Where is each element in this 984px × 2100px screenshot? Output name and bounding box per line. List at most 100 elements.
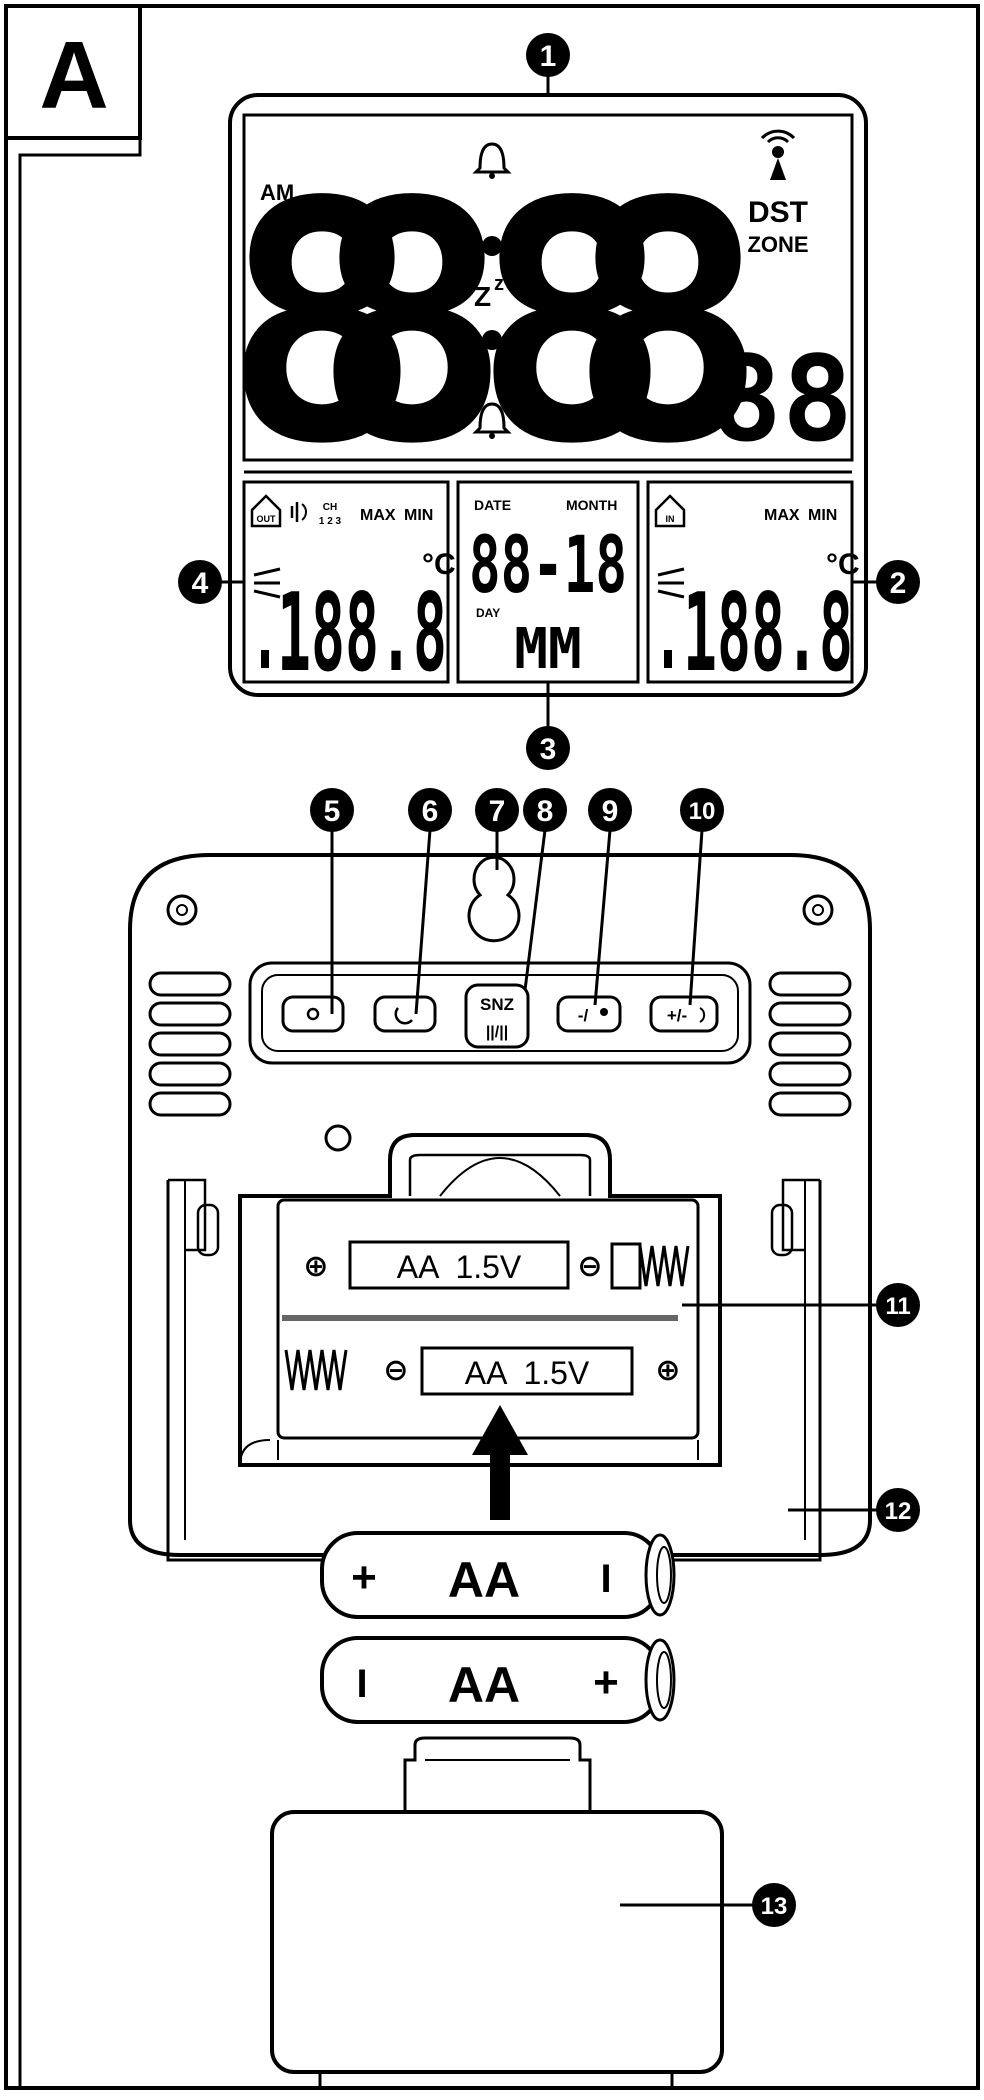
button-5-mode[interactable]	[281, 995, 345, 1033]
outdoor-min-label: MIN	[404, 507, 433, 524]
plus-button-label: +/-	[667, 1006, 687, 1025]
slot-top-label: AA 1.5V	[397, 1249, 522, 1285]
sound-small-icon	[699, 1007, 706, 1023]
button-bar	[248, 961, 752, 1065]
slot-bottom-label: AA 1.5V	[465, 1355, 590, 1391]
screw-right	[802, 894, 834, 926]
callout-13: 13	[752, 1883, 796, 1927]
callout-5: 5	[310, 788, 354, 832]
callout-12: 12	[876, 1488, 920, 1532]
callout-4: 4	[178, 560, 222, 604]
battery-cover-tab	[403, 1736, 592, 1812]
spring-bottom-icon	[284, 1349, 348, 1391]
indoor-house-icon	[654, 494, 686, 528]
radio-signal-icon	[760, 129, 796, 180]
antenna-small-icon	[600, 1008, 608, 1016]
main-digit-2: 8	[313, 132, 512, 516]
button-6-alarm[interactable]	[373, 995, 437, 1033]
outdoor-house-icon	[250, 494, 282, 528]
button-9-minus[interactable]	[556, 995, 622, 1033]
callout-10: 10	[680, 788, 724, 832]
date-panel	[456, 480, 640, 684]
callout-1-label: 1	[540, 40, 557, 73]
callout-13-label: 13	[761, 1893, 788, 1920]
outdoor-badge: OUT	[257, 514, 277, 524]
spring-top-icon	[610, 1242, 690, 1290]
callout-3: 3	[526, 726, 570, 770]
slot-bottom-minus: ⊖	[383, 1354, 408, 1387]
dst-label: DST	[748, 196, 808, 229]
main-digit-1: 8	[223, 132, 422, 516]
vents-right	[768, 971, 852, 1117]
hanging-hole	[467, 855, 521, 943]
month-label: MONTH	[566, 497, 617, 513]
alarm-1-bell-icon	[472, 142, 512, 179]
slot-top-battery-outline	[348, 1240, 570, 1290]
callout-11-label: 11	[885, 1293, 910, 1320]
pm-label: PM	[260, 215, 293, 240]
battery-2-label: AA	[448, 1657, 520, 1713]
indoor-badge: IN	[666, 514, 675, 524]
callout-8: 8	[523, 788, 567, 832]
vents-left	[148, 971, 232, 1117]
date-label: DATE	[474, 497, 511, 513]
battery-1: + AA I	[320, 1531, 676, 1619]
callout-6-label: 6	[422, 795, 439, 828]
alarm-2-bell-icon	[472, 402, 512, 439]
main-digit-3: 8	[473, 132, 672, 516]
slot-top-minus: ⊖	[577, 1250, 602, 1283]
figure-label: A	[39, 22, 108, 129]
callout-11: 11	[876, 1283, 920, 1327]
callout-8-label: 8	[537, 795, 554, 828]
callout-2-label: 2	[890, 567, 907, 600]
colon-dot-top	[482, 236, 502, 256]
battery-2: I AA +	[320, 1636, 676, 1724]
indoor-trend-icon	[657, 567, 685, 599]
button-8-snooze[interactable]	[464, 983, 530, 1049]
am-label: AM	[260, 180, 294, 205]
day-value: MM	[514, 617, 581, 682]
callout-1: 1	[526, 33, 570, 77]
page-frame	[4, 4, 980, 2090]
battery-1-left: +	[351, 1553, 377, 1602]
snooze-button-sublabel: ||/||	[486, 1024, 508, 1041]
snooze-z-sup-label: z	[494, 273, 504, 295]
screw-left	[166, 894, 198, 926]
callout-2: 2	[876, 560, 920, 604]
callout-9-label: 9	[602, 795, 619, 828]
channel-top: CH	[323, 502, 337, 513]
slot-bottom-plus: ⊕	[655, 1354, 680, 1387]
stand-frame	[166, 1180, 822, 1562]
callout-4-label: 4	[192, 567, 209, 600]
battery-2-left: I	[356, 1662, 367, 1706]
snooze-z-label: Z	[474, 281, 491, 312]
seconds-digits: 88	[711, 330, 853, 468]
stand-clip-left	[196, 1203, 220, 1257]
battery-cover	[270, 1810, 724, 2074]
stand-clip-right	[770, 1203, 794, 1257]
callout-6: 6	[408, 788, 452, 832]
indoor-battery-icon	[664, 650, 672, 668]
outdoor-trend-icon	[253, 567, 281, 599]
callout-7: 7	[475, 788, 519, 832]
callout-5-label: 5	[324, 795, 341, 828]
slot-bottom-battery-outline	[420, 1346, 634, 1396]
label-box-offset	[18, 20, 142, 2088]
outdoor-max-label: MAX	[360, 507, 396, 524]
battery-1-right: I	[600, 1557, 611, 1601]
callout-leaders	[216, 75, 882, 1907]
callout-7-label: 7	[489, 795, 506, 828]
battery-compartment-outer	[238, 1133, 722, 1467]
indoor-min-label: MIN	[808, 507, 837, 524]
indoor-max-label: MAX	[764, 507, 800, 524]
sound-wave-icon	[290, 502, 307, 522]
callout-9: 9	[588, 788, 632, 832]
callout-10-label: 10	[689, 798, 716, 825]
minus-button-label: -/	[578, 1006, 589, 1025]
indoor-unit: °C	[826, 548, 860, 581]
channel-bottom: 1 2 3	[319, 516, 342, 527]
main-digit-4: 8	[569, 132, 768, 516]
reset-hole	[324, 1124, 352, 1152]
